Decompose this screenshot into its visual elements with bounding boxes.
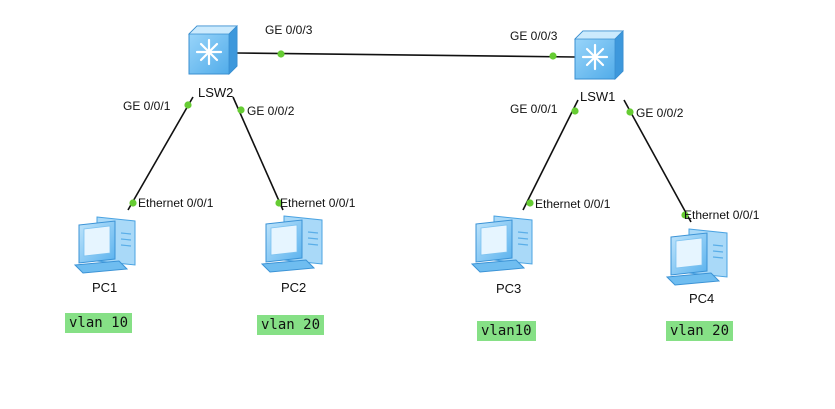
port-dot-pc1 xyxy=(129,199,137,207)
link-lsw2-pc2 xyxy=(232,96,284,211)
device-label-pc4: PC4 xyxy=(689,291,714,306)
link-lsw2-lsw1 xyxy=(236,52,576,58)
port-label-lsw1-ge3: GE 0/0/3 xyxy=(510,29,558,43)
port-label-pc1-eth: Ethernet 0/0/1 xyxy=(138,196,214,210)
pc-pc1[interactable] xyxy=(74,216,136,274)
port-label-pc4-eth: Ethernet 0/0/1 xyxy=(684,208,760,222)
vlan-tag-pc3: vlan10 xyxy=(477,321,536,341)
port-dot-lsw1-ge2 xyxy=(626,108,634,116)
port-dot-lsw2-ge2 xyxy=(237,106,245,114)
pc-pc3[interactable] xyxy=(471,215,533,273)
pc-pc4[interactable] xyxy=(666,228,728,286)
port-dot-lsw2-ge1 xyxy=(184,101,192,109)
pc-icon xyxy=(261,215,323,273)
port-label-pc2-eth: Ethernet 0/0/1 xyxy=(280,196,356,210)
port-dot-lsw1-ge3 xyxy=(549,52,557,60)
port-label-lsw1-ge2: GE 0/0/2 xyxy=(636,106,684,120)
switch-lsw2[interactable] xyxy=(187,24,239,76)
switch-icon xyxy=(573,29,625,81)
port-label-lsw2-ge3: GE 0/0/3 xyxy=(265,23,313,37)
link-lsw2-pc1 xyxy=(127,96,194,211)
port-dot-lsw1-ge1 xyxy=(571,107,579,115)
port-label-lsw1-ge1: GE 0/0/1 xyxy=(510,102,558,116)
vlan-tag-pc4: vlan 20 xyxy=(666,321,734,341)
link-lsw1-pc3 xyxy=(522,99,579,211)
switch-lsw1[interactable] xyxy=(573,29,625,81)
device-label-pc3: PC3 xyxy=(496,281,521,296)
device-label-lsw2: LSW2 xyxy=(198,85,233,100)
port-dot-pc2 xyxy=(275,199,283,207)
port-dot-lsw2-ge3 xyxy=(277,50,285,58)
pc-icon xyxy=(666,228,728,286)
vlan-tag-pc2: vlan 20 xyxy=(257,315,325,335)
pc-icon xyxy=(471,215,533,273)
port-dot-pc3 xyxy=(526,199,534,207)
device-label-pc2: PC2 xyxy=(281,280,306,295)
pc-pc2[interactable] xyxy=(261,215,323,273)
port-label-lsw2-ge2: GE 0/0/2 xyxy=(247,104,295,118)
device-label-lsw1: LSW1 xyxy=(580,89,615,104)
pc-icon xyxy=(74,216,136,274)
port-label-lsw2-ge1: GE 0/0/1 xyxy=(123,99,171,113)
link-lsw1-pc4 xyxy=(623,99,692,223)
vlan-tag-pc1: vlan 10 xyxy=(65,313,133,333)
device-label-pc1: PC1 xyxy=(92,280,117,295)
switch-icon xyxy=(187,24,239,76)
port-label-pc3-eth: Ethernet 0/0/1 xyxy=(535,197,611,211)
port-dot-pc4 xyxy=(681,211,689,219)
port-dots xyxy=(129,50,689,219)
